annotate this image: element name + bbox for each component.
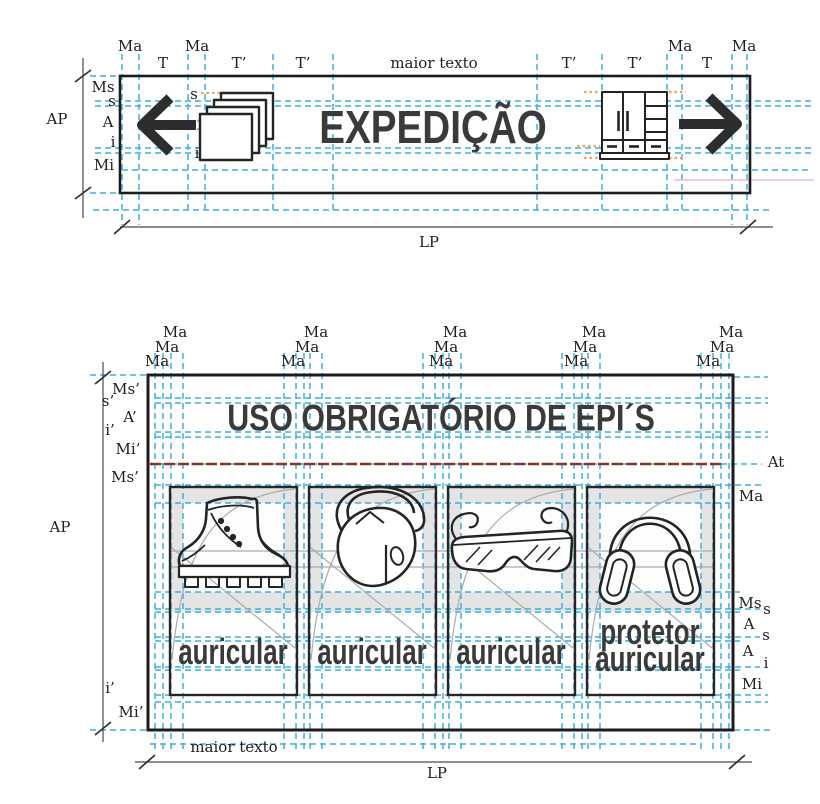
dim-label: i (110, 133, 116, 152)
expedition-sign-text: EXPEDIÇÃO (319, 101, 547, 153)
frame-caption-2: auricular (317, 631, 427, 672)
epi-sign-title: USO OBRIGATÓRIO DE EPI´S (227, 397, 655, 439)
ear-protectors-icon (598, 516, 702, 605)
safety-goggles-icon (450, 506, 574, 573)
dim-label: Mi’ (115, 440, 141, 459)
dim-label: Mi (741, 675, 763, 694)
dim-label: T’ (627, 54, 643, 73)
dim-label: s (108, 92, 116, 111)
dim-label: Ms’ (112, 380, 140, 399)
dim-label: s (763, 600, 771, 619)
left-arrow-icon (137, 94, 196, 156)
icon-frames (168, 485, 716, 697)
dim-label: Ma (184, 37, 210, 56)
dim-label: Mi (93, 156, 115, 175)
dim-label: T’ (561, 54, 577, 73)
dimension-ticks (74, 69, 757, 770)
dim-label: i (763, 654, 769, 673)
dim-label: A (102, 113, 114, 132)
dim-label: Ma (162, 323, 188, 342)
dim-label: Ma (581, 323, 607, 342)
frame-caption-1: auricular (178, 631, 288, 672)
dim-label: Ma (433, 338, 459, 357)
dim-label: T’ (295, 54, 311, 73)
frame-caption-3: auricular (456, 631, 566, 672)
storage-cabinet-icon (599, 91, 670, 160)
dim-label: Ms (738, 594, 762, 613)
dim-label: i’ (105, 679, 115, 698)
dim-label: T (157, 54, 169, 73)
dim-label: Ma (718, 323, 744, 342)
respirator-mask-icon (335, 485, 426, 588)
dim-label: A (742, 642, 754, 661)
dim-label: A’ (123, 408, 137, 427)
dim-label: s’ (101, 392, 115, 411)
dim-label: s (190, 85, 198, 104)
dim-label: maior texto (190, 738, 278, 757)
icons (137, 91, 742, 605)
dim-label: Ma (303, 323, 329, 342)
dim-label: i’ (105, 421, 115, 440)
sign-panels (118, 74, 752, 732)
dim-label: Ma (144, 352, 170, 371)
dimension-lines (74, 58, 773, 770)
dim-label: AP (49, 518, 71, 537)
dim-label: Ma (294, 338, 320, 357)
stacked-sheets-icon (198, 91, 275, 162)
frame-caption-4: protetor auricular (595, 611, 705, 679)
dim-label: Ma (731, 37, 757, 56)
dim-label: Ma (563, 352, 589, 371)
dim-label: Ma (709, 338, 735, 357)
dim-label: LP (418, 233, 440, 252)
dim-label: Ma (572, 338, 598, 357)
dim-label: Ms (91, 78, 115, 97)
dim-label: Ma (280, 352, 306, 371)
dim-label: T’ (231, 54, 247, 73)
dim-label: AP (46, 110, 68, 129)
dim-label: i (194, 144, 200, 163)
dim-label: A (743, 615, 755, 634)
dim-label: Ma (738, 487, 764, 506)
dim-label: At (767, 453, 785, 472)
dim-label: Mi’ (118, 703, 144, 722)
dim-label: Ma (442, 323, 468, 342)
epi-sign-panel (146, 373, 735, 732)
safety-boot-icon (177, 496, 292, 588)
expedition-sign-panel (118, 74, 752, 195)
dim-label: maior texto (390, 54, 478, 73)
right-arrow-icon (679, 93, 742, 155)
dim-label: Ma (695, 352, 721, 371)
dim-label: LP (426, 764, 448, 783)
dim-label: Ma (154, 338, 180, 357)
dim-label: Ma (117, 37, 143, 56)
dim-label: Ma (667, 37, 693, 56)
dim-label: Ms’ (111, 468, 139, 487)
dim-label: T (701, 54, 713, 73)
dim-label: s (762, 626, 770, 645)
dim-label: Ma (428, 352, 454, 371)
